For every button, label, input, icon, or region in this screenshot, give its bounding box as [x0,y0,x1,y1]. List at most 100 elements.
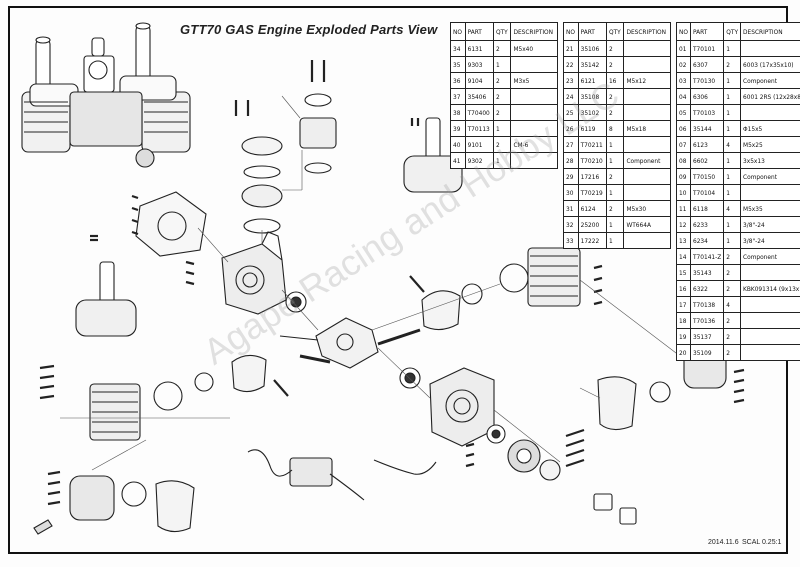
cell-description: 3x5x13 [740,152,800,169]
cell-qty: 2 [723,56,742,73]
cell-qty: 1 [605,232,625,249]
cell-description [740,312,800,329]
cell-qty: 4 [723,136,742,153]
cell-part: 6118 [689,200,725,217]
cell-description [623,40,671,57]
cell-description: 6003 (17x35x10) [740,56,800,73]
muffler-top-illustration [403,117,463,193]
cell-description [510,152,558,169]
col-description-header: DESCRIPTION [510,22,558,41]
cell-no: 39 [450,120,466,137]
cell-description: WT664A [623,216,671,233]
cell-description: 3/8"-24 [740,216,800,233]
crankcase-left-illustration [221,231,287,315]
cell-qty: 1 [723,104,742,121]
cell-part: 35406 [464,88,494,105]
cell-description [740,264,800,281]
cell-no: 07 [676,136,691,153]
col-part-header: PART [464,22,494,41]
cell-part: T70400 [464,104,494,121]
cell-qty: 2 [492,88,512,105]
cell-part: 25200 [577,216,607,233]
cell-part: T70210 [577,152,607,169]
cell-part: 9303 [464,56,494,73]
col-no-header: NO [450,22,466,41]
cell-description [740,184,800,201]
cell-description: Component [740,72,800,89]
footer-date: 2014.11.6 [708,539,739,546]
cell-description [623,88,671,105]
col-qty-header: QTY [723,22,742,41]
cell-description [740,344,800,361]
cell-description: Φ15x5 [740,120,800,137]
cell-qty: 2 [723,312,742,329]
cell-qty: 1 [723,232,742,249]
cell-qty: 8 [605,120,625,137]
cell-description: M5x30 [623,200,671,217]
cell-no: 23 [563,72,579,89]
cell-qty: 1 [723,88,742,105]
cell-no: 38 [450,104,466,121]
cell-no: 02 [676,56,691,73]
col-description-header: DESCRIPTION [740,22,800,41]
cell-no: 01 [676,40,691,57]
muffler-left-illustration [75,261,137,337]
cell-no: 06 [676,120,691,137]
cell-part: T70101 [689,40,725,57]
cell-description: Component [623,152,671,169]
cell-no: 08 [676,152,691,169]
cell-no: 09 [676,168,691,185]
cell-qty: 2 [723,328,742,345]
cell-qty: 1 [605,184,625,201]
cell-no: 37 [450,88,466,105]
carburetor-illustration [241,93,337,234]
col-part-header: PART [577,22,607,41]
cell-part: 9104 [464,72,494,89]
cell-description [740,296,800,313]
crankshaft-illustration [279,317,421,369]
cell-part: 6602 [689,152,725,169]
cell-no: 10 [676,184,691,201]
footer-scale: SCAL 0.25:1 [742,539,782,546]
cell-part: 35106 [577,40,607,57]
cell-qty: 2 [492,40,512,57]
cell-no: 33 [563,232,579,249]
piston-right-illustration [421,290,461,331]
cell-no: 36 [450,72,466,89]
cell-part: 6307 [689,56,725,73]
cell-qty: 2 [605,56,625,73]
table-header-row: NO PART QTY DESCRIPTION [563,22,671,41]
cell-description: 6001 2RS (12x28x8) [740,88,800,105]
cell-description: M5x40 [510,40,558,57]
cell-description: M5x18 [623,120,671,137]
piston-left-illustration [231,354,267,393]
